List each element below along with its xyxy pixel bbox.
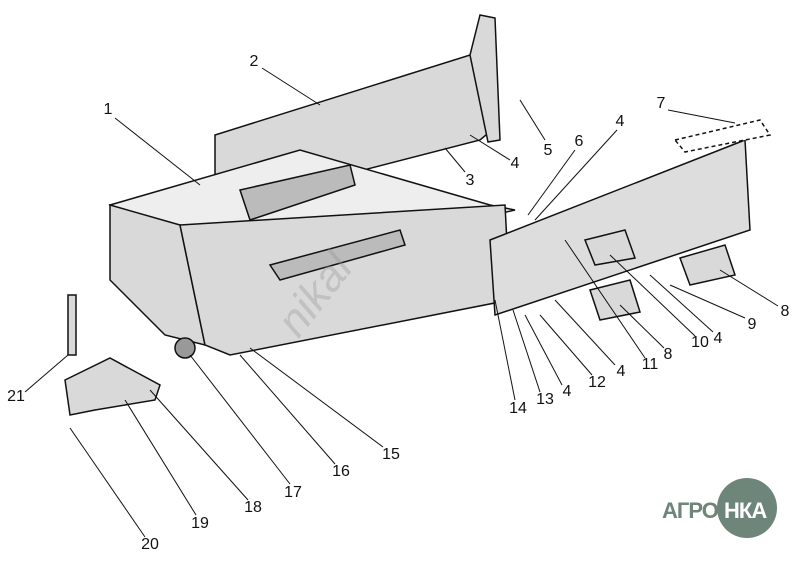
logo-text-right: НКА: [724, 498, 767, 523]
callout-8: 8: [663, 346, 673, 363]
callout-8: 8: [780, 303, 790, 320]
callout-1: 1: [103, 101, 113, 118]
callout-4: 4: [713, 330, 723, 347]
callout-5: 5: [543, 142, 553, 159]
bracket: [679, 244, 736, 286]
callout-20: 20: [141, 536, 159, 553]
callout-3: 3: [465, 172, 475, 189]
rear-plate-bracket: [469, 14, 501, 143]
callout-10: 10: [691, 334, 709, 351]
callout-9: 9: [747, 316, 757, 333]
callout-21: 21: [7, 388, 25, 405]
bracket: [589, 279, 641, 321]
callout-6: 6: [574, 133, 584, 150]
lower-link: [268, 229, 406, 281]
agronka-logo: АГРО НКА: [662, 478, 792, 538]
logo-circle: [717, 478, 777, 538]
callout-2: 2: [249, 53, 259, 70]
callout-14: 14: [509, 400, 527, 417]
callout-7: 7: [656, 95, 666, 112]
hitch-bracket: [64, 357, 161, 416]
side-member: [489, 138, 751, 317]
callout-17: 17: [284, 484, 302, 501]
callout-13: 13: [536, 391, 554, 408]
callout-16: 16: [332, 463, 350, 480]
logo-text-left: АГРО: [662, 498, 719, 523]
bushing: [174, 337, 196, 359]
upper-link: [239, 164, 356, 221]
pin: [67, 294, 77, 356]
callout-12: 12: [588, 374, 606, 391]
callout-4: 4: [616, 363, 626, 380]
main-frame-front: [179, 204, 511, 356]
callout-4: 4: [615, 113, 625, 130]
callout-4: 4: [510, 155, 520, 172]
shim-plate: [673, 119, 772, 153]
callout-4: 4: [562, 383, 572, 400]
callout-19: 19: [191, 515, 209, 532]
callout-11: 11: [641, 356, 659, 373]
callout-15: 15: [382, 446, 400, 463]
leader-lines: [24, 67, 779, 538]
callout-18: 18: [244, 499, 262, 516]
bracket: [583, 229, 637, 266]
